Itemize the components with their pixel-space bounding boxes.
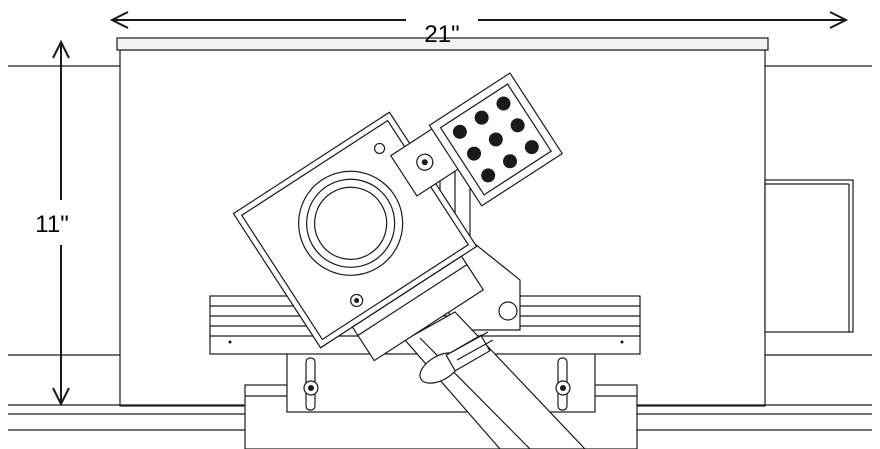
side-panel	[764, 179, 854, 333]
slot-screw-left	[303, 357, 319, 411]
arrow-head-icon	[52, 39, 70, 59]
slot-screw-right	[555, 357, 571, 411]
reference-lines	[8, 65, 872, 356]
perforated-plate	[428, 72, 564, 207]
arrow-head-icon	[52, 387, 70, 407]
width-dimension: 21"	[109, 11, 849, 48]
height-label: 11"	[35, 211, 68, 238]
arrow-head-icon	[829, 11, 849, 29]
handle-knob	[419, 331, 494, 384]
height-dimension: 11"	[35, 39, 70, 407]
width-label: 21"	[424, 21, 459, 48]
arrow-head-icon	[109, 11, 129, 29]
